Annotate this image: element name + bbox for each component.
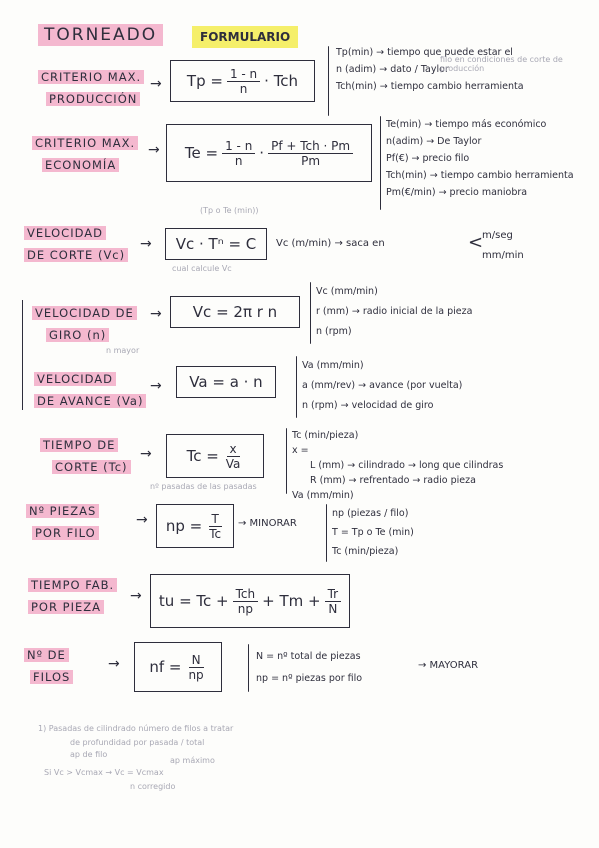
label-velocidad-corte: VELOCIDAD DE CORTE (Vc) — [24, 222, 129, 266]
brace — [286, 428, 287, 494]
brace — [310, 282, 311, 344]
faint-note: (Tp o Te (min)) — [200, 206, 259, 215]
page-title: TORNEADO — [38, 24, 164, 46]
arrow: → — [140, 236, 152, 252]
arrow: → — [108, 656, 120, 672]
notes-va: Va (mm/min) a (mm/rev) → avance (por vue… — [302, 360, 463, 411]
faint-note: cual calcule Vc — [172, 264, 232, 273]
brace — [296, 356, 297, 418]
notes-tc: Tc (min/pieza) x = L (mm) → cilindrado →… — [292, 430, 504, 501]
footer-note-2: de profundidad por pasada / total — [70, 738, 205, 747]
vc-units: m/seg mm/min — [482, 230, 524, 261]
footer-note-5: ap máximo — [170, 756, 215, 765]
arrow: → — [136, 512, 148, 528]
arrow: → — [130, 588, 142, 604]
faint-note: n mayor — [106, 346, 140, 355]
arrow: → — [150, 378, 162, 394]
formulario-label: FORMULARIO — [192, 26, 299, 48]
label-criterio-max-produccion: CRITERIO MAX. PRODUCCIÓN — [38, 66, 145, 110]
label-num-piezas-filo: Nº PIEZAS POR FILO — [26, 500, 100, 544]
brace — [326, 504, 327, 562]
brace — [248, 644, 249, 692]
label-tiempo-fab-pieza: TIEMPO FAB. POR PIEZA — [28, 574, 118, 618]
nf-result: → MAYORAR — [418, 660, 479, 671]
arrow: → — [150, 76, 162, 92]
notes-tp: Tp(min) → tiempo que puede estar el n (a… — [336, 47, 524, 92]
notes-nf: N = nº total de piezas np = nº piezas po… — [256, 651, 363, 684]
label-velocidad-avance: VELOCIDAD DE AVANCE (Va) — [34, 368, 147, 412]
label-velocidad-giro: VELOCIDAD DE GIRO (n) — [32, 302, 137, 346]
formula-box-vg: Vc = 2π r n — [170, 296, 300, 328]
notes-np: np (piezas / filo) T = Tp o Te (min) Tc … — [332, 508, 414, 557]
group-bar — [22, 300, 23, 410]
brace — [380, 116, 381, 210]
formula-box-vc: Vc · Tⁿ = C — [165, 228, 267, 260]
footer-note-3: ap de filo — [70, 750, 108, 759]
footer-note-4: Si Vc > Vcmax → Vc = Vcmax — [44, 768, 164, 777]
notes-vg: Vc (mm/min) r (mm) → radio inicial de la… — [316, 286, 473, 337]
label-num-filos: Nº DE FILOS — [24, 644, 74, 688]
vc-bracket: < — [468, 232, 484, 253]
brace — [328, 46, 329, 116]
notes-te: Te(min) → tiempo más económico n(adim) →… — [386, 119, 574, 198]
label-tiempo-corte: TIEMPO DE CORTE (Tc) — [40, 434, 131, 478]
arrow: → — [140, 446, 152, 462]
footer-note-1: 1) Pasadas de cilindrado número de filos… — [38, 724, 234, 733]
label-criterio-max-economia: CRITERIO MAX.CRITERIO MAX. ECONOMÍA — [32, 132, 139, 176]
arrow: → — [148, 142, 160, 158]
faint-note: nº pasadas de las pasadas — [150, 482, 257, 491]
np-result: → MINORAR — [238, 518, 297, 529]
faint-note: filo en condiciones de corte de producci… — [440, 55, 563, 73]
vc-result: Vc (m/min) → saca en — [276, 238, 385, 249]
footer-note-6: n corregido — [130, 782, 176, 791]
arrow: → — [150, 306, 162, 322]
formula-box-va: Va = a · n — [176, 366, 276, 398]
